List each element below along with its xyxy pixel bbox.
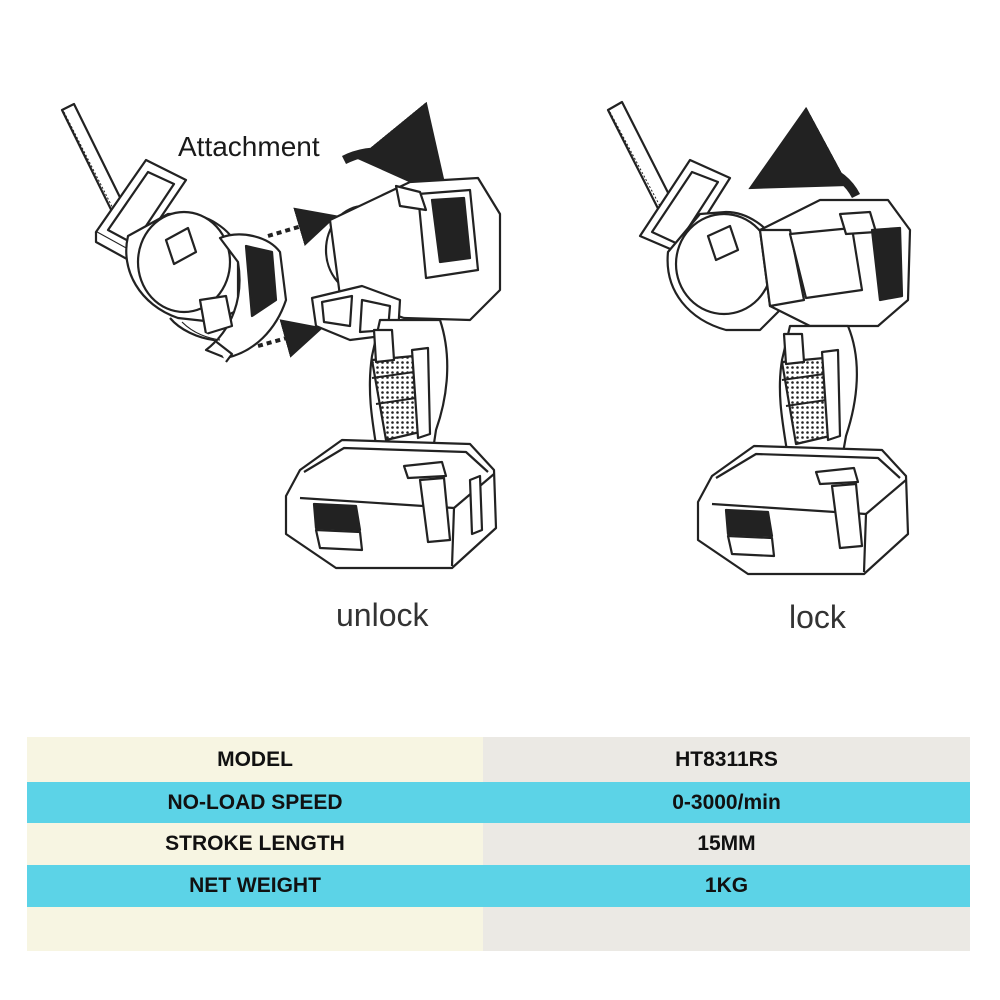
spec-name [27,907,483,951]
curved-arrow-icon [748,106,861,199]
table-row: MODEL HT8311RS [27,737,970,782]
spec-name: STROKE LENGTH [27,823,483,865]
table-row: NO-LOAD SPEED 0-3000/min [27,782,970,823]
table-row: STROKE LENGTH 15MM [27,823,970,865]
drill-body-lock [696,198,912,576]
attachment-label: Attachment [178,131,320,162]
spec-name: NET WEIGHT [27,865,483,907]
assembly-illustration [60,100,912,576]
lock-label: lock [789,599,846,635]
spec-value: 1KG [483,865,970,907]
spec-value [483,907,970,951]
drill-body-unlock [284,176,502,570]
curved-arrow-icon [341,101,449,200]
dashed-arrow-icon [257,207,338,358]
saw-attachment-detached [60,102,288,363]
unlock-label: unlock [336,597,429,633]
spec-name: NO-LOAD SPEED [27,782,483,823]
spec-value: 15MM [483,823,970,865]
table-row [27,907,970,951]
table-row: NET WEIGHT 1KG [27,865,970,907]
spec-table: MODEL HT8311RS NO-LOAD SPEED 0-3000/min … [27,737,970,951]
saw-attachment-locked [606,100,782,332]
spec-value: HT8311RS [483,737,970,782]
spec-name: MODEL [27,737,483,782]
spec-value: 0-3000/min [483,782,970,823]
